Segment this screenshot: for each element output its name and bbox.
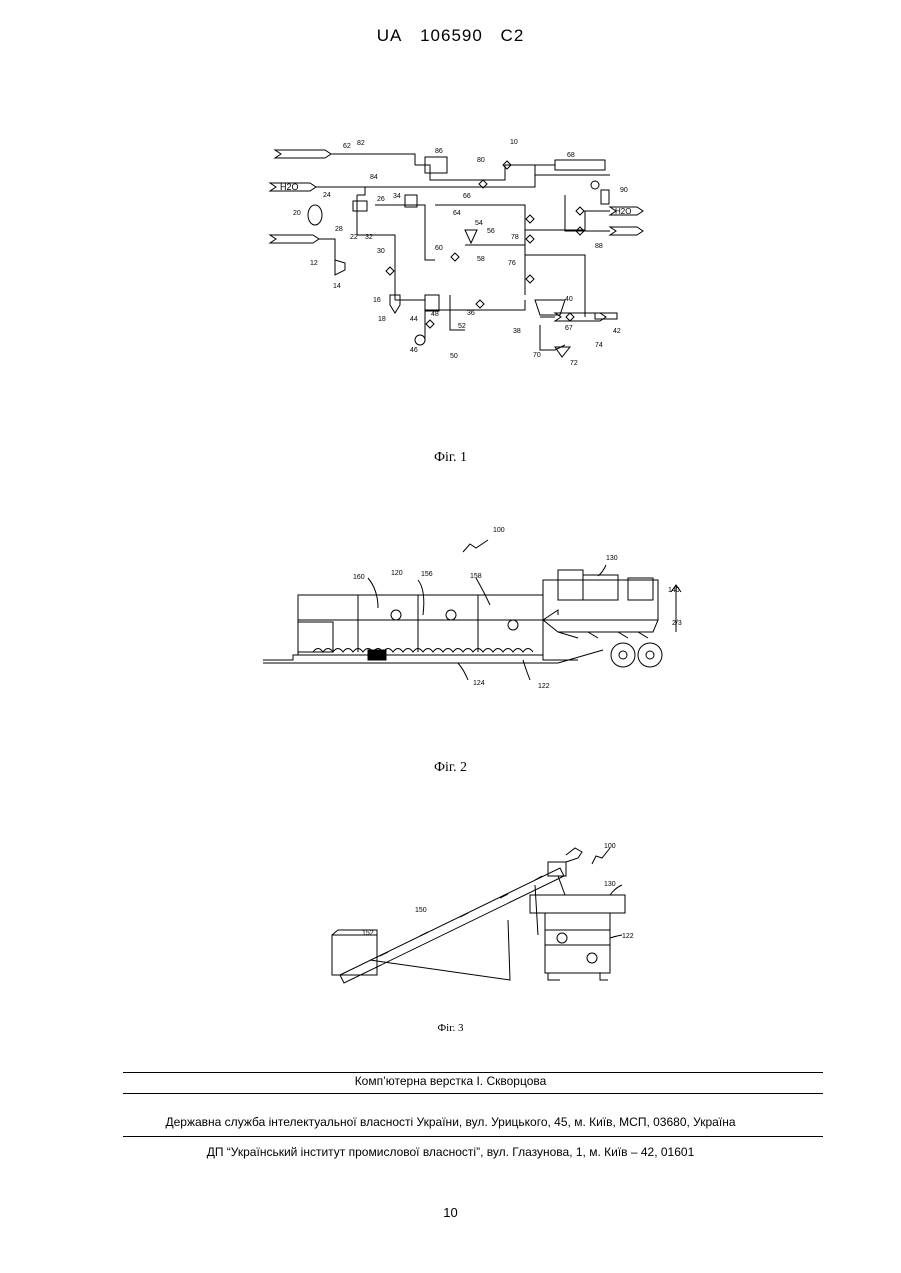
reference-numeral: 158: [470, 573, 482, 580]
reference-numeral: 54: [475, 220, 483, 227]
reference-numeral: 2/3: [672, 620, 682, 627]
reference-numeral: 20: [293, 210, 301, 217]
reference-numeral: 130: [604, 881, 616, 888]
reference-numeral: 12: [310, 260, 318, 267]
reference-numeral: 14: [333, 283, 341, 290]
country-code: UA: [377, 26, 403, 45]
reference-numeral: 52: [458, 323, 466, 330]
reference-numeral: 30: [377, 248, 385, 255]
reference-numeral: 152: [362, 930, 374, 937]
figure-2-caption: Фіг. 2: [0, 760, 901, 776]
reference-numeral: 28: [335, 226, 343, 233]
reference-numeral: 44: [410, 316, 418, 323]
reference-numeral: 66: [463, 193, 471, 200]
reference-numeral: 64: [453, 210, 461, 217]
figure-2-diagram: 100 120 122 124 130 140 156 158 160 2/3: [258, 520, 688, 695]
reference-numeral: 56: [487, 228, 495, 235]
reference-numeral: 42: [613, 328, 621, 335]
reference-numeral: 22: [350, 234, 358, 241]
reference-numeral: 34: [393, 193, 401, 200]
patent-kind: C2: [501, 26, 525, 45]
reference-numeral: 10: [510, 139, 518, 146]
outlet-arrow-right-3: [555, 313, 606, 321]
reference-numeral: 24: [323, 192, 331, 199]
reference-numeral: 90: [620, 187, 628, 194]
reference-numeral: 100: [604, 843, 616, 850]
page-number: 10: [0, 1205, 901, 1220]
reference-numeral: 78: [511, 234, 519, 241]
reference-numeral: 26: [377, 196, 385, 203]
inlet-label-h2o-1: H2O: [280, 182, 299, 192]
reference-numeral: 150: [415, 907, 427, 914]
figure-1-caption: Фіг. 1: [0, 450, 901, 466]
layout-credit: Комп’ютерна верстка І. Скворцова: [0, 1074, 901, 1088]
reference-numeral: 67: [565, 325, 573, 332]
reference-numeral: 124: [473, 680, 485, 687]
patent-header: UA 106590 C2: [0, 26, 901, 46]
reference-numeral: 16: [373, 297, 381, 304]
footer-rule-2: [123, 1093, 823, 1094]
reference-numeral: 50: [450, 353, 458, 360]
reference-numeral: 156: [421, 571, 433, 578]
reference-numeral: 68: [567, 152, 575, 159]
reference-numeral: 62: [343, 143, 351, 150]
inlet-arrow-top: [275, 150, 331, 158]
reference-numeral: 160: [353, 574, 365, 581]
reference-numeral: 100: [493, 527, 505, 534]
reference-numeral: 72: [570, 360, 578, 367]
reference-numeral: 18: [378, 316, 386, 323]
reference-numeral: 58: [477, 256, 485, 263]
reference-numeral: 38: [513, 328, 521, 335]
reference-numeral: 140: [668, 587, 680, 594]
figure-3-caption: Фіг. 3: [0, 1022, 901, 1034]
ip-service-address: Державна служба інтелектуальної власност…: [0, 1115, 901, 1129]
reference-numeral: 82: [357, 140, 365, 147]
reference-numeral: 60: [435, 245, 443, 252]
institute-address: ДП “Український інститут промислової вла…: [0, 1145, 901, 1159]
figure-3-diagram: 100 122 130 150 152: [320, 840, 640, 990]
reference-numeral: 76: [508, 260, 516, 267]
outlet-label-h2o: H2O: [615, 207, 631, 216]
reference-numeral: 88: [595, 243, 603, 250]
footer-rule-1: [123, 1072, 823, 1073]
reference-numeral: 46: [410, 347, 418, 354]
footer-rule-3: [123, 1136, 823, 1137]
reference-numeral: 32: [365, 234, 373, 241]
reference-numeral: 36: [467, 310, 475, 317]
reference-numeral: 48: [431, 311, 439, 318]
reference-numeral: 130: [606, 555, 618, 562]
inlet-arrow-left-3: [270, 235, 319, 243]
reference-numeral: 80: [477, 157, 485, 164]
reference-numeral: 74: [595, 342, 603, 349]
patent-number: 106590: [420, 26, 483, 45]
reference-numeral: 122: [538, 683, 550, 690]
reference-numeral: 86: [435, 148, 443, 155]
reference-numeral: 70: [533, 352, 541, 359]
figure-1-diagram: H2O H2O 10 12 14 16: [265, 135, 645, 370]
reference-numeral: 122: [622, 933, 634, 940]
reference-numeral: 120: [391, 570, 403, 577]
outlet-arrow-right-2: [610, 227, 643, 235]
reference-numeral: 84: [370, 174, 378, 181]
reference-numeral: 40: [565, 296, 573, 303]
